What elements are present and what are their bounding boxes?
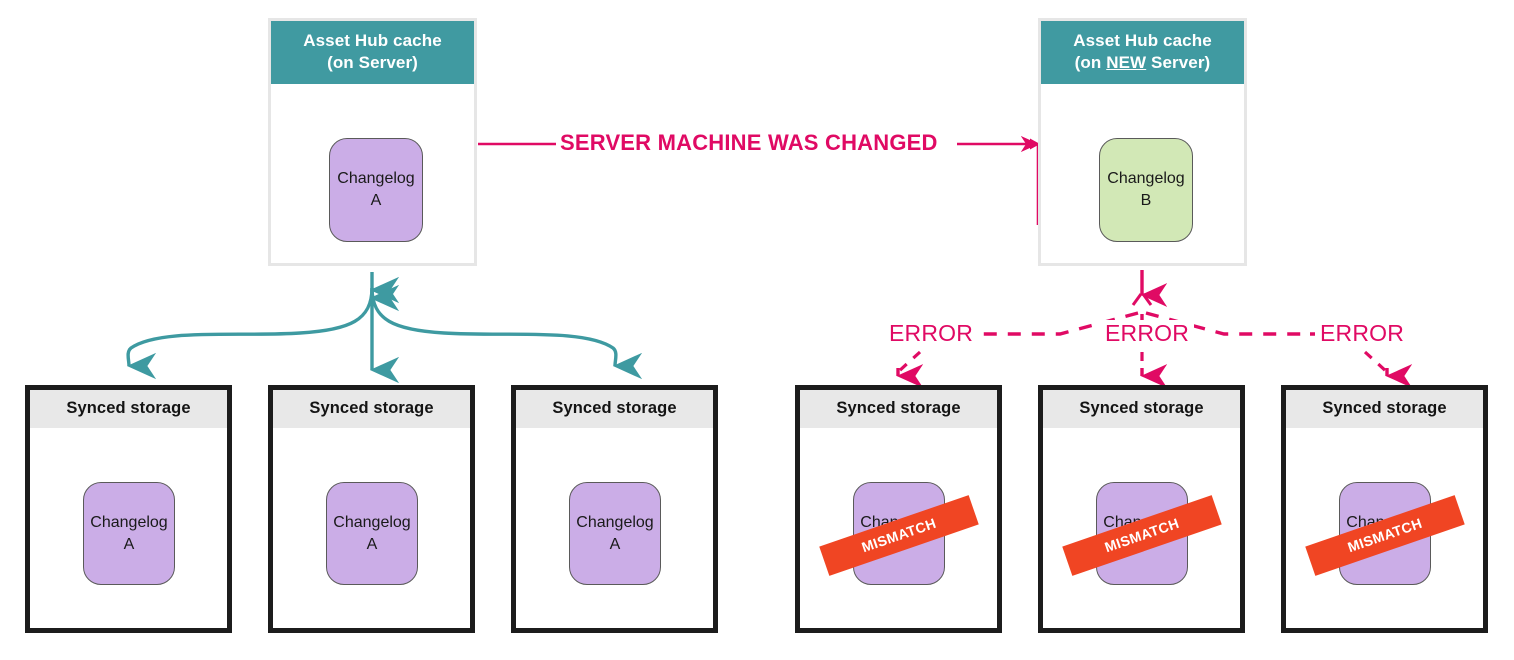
changelog-chip-cache-right: Changelog B [1099, 137, 1193, 242]
changelog-chip-cache-right-line2: B [1140, 191, 1152, 209]
changelog-chip-left-1: Changelog A [83, 482, 175, 585]
synced-storage-right-3: Synced storage Changelog A MISMATCH [1281, 385, 1488, 633]
asset-hub-cache-right-body: Changelog B [1041, 84, 1244, 260]
synced-storage-right-3-body: Changelog A MISMATCH [1286, 428, 1483, 626]
asset-hub-cache-left-body: Changelog A [271, 84, 474, 260]
synced-storage-left-3-header: Synced storage [516, 390, 713, 428]
error-label-1: ERROR [884, 320, 979, 347]
server-changed-label: SERVER MACHINE WAS CHANGED [560, 130, 938, 155]
synced-storage-right-2-body: Changelog A MISMATCH [1043, 428, 1240, 626]
synced-storage-left-1-body: Changelog A [30, 428, 227, 626]
synced-storage-right-2: Synced storage Changelog A MISMATCH [1038, 385, 1245, 633]
asset-hub-cache-left-title-line2-pre: (on [327, 52, 359, 72]
changelog-chip-cache-left-line2: A [370, 191, 382, 209]
synced-storage-right-2-header: Synced storage [1043, 390, 1240, 428]
synced-storage-left-1-header: Synced storage [30, 390, 227, 428]
changelog-chip-left-1-line2: A [123, 535, 135, 553]
changelog-chip-cache-left: Changelog A [329, 137, 423, 242]
changelog-chip-left-2-line2: A [366, 535, 378, 553]
synced-storage-left-3-body: Changelog A [516, 428, 713, 626]
synced-storage-left-1: Synced storage Changelog A [25, 385, 232, 633]
pink-error-drops [896, 350, 1413, 388]
asset-hub-cache-right-title-line2-post: Server) [1146, 52, 1211, 72]
synced-storage-right-1-header: Synced storage [800, 390, 997, 428]
changelog-chip-left-1-line1: Changelog [90, 514, 168, 532]
asset-hub-cache-right-title-line2-pre: (on [1074, 52, 1107, 72]
asset-hub-cache-right: Asset Hub cache (on NEW Server) Changelo… [1038, 18, 1247, 266]
synced-storage-right-1-body: Changelog A MISMATCH [800, 428, 997, 626]
asset-hub-cache-left-title-line1: Asset Hub cache [303, 31, 442, 50]
asset-hub-cache-right-title-line1: Asset Hub cache [1073, 31, 1212, 50]
pink-arrow-to-new-cache [1131, 270, 1168, 307]
error-label-3: ERROR [1315, 320, 1410, 347]
asset-hub-cache-left: Asset Hub cache (on Server) Changelog A [268, 18, 477, 266]
asset-hub-cache-left-title-line2-post: Server) [358, 52, 418, 72]
asset-hub-cache-left-header: Asset Hub cache (on Server) [271, 21, 474, 84]
synced-storage-right-3-header: Synced storage [1286, 390, 1483, 428]
synced-storage-left-2: Synced storage Changelog A [268, 385, 475, 633]
changelog-chip-cache-right-line1: Changelog [1107, 170, 1185, 188]
synced-storage-left-3: Synced storage Changelog A [511, 385, 718, 633]
teal-arrow-left [126, 287, 374, 380]
synced-storage-left-2-body: Changelog A [273, 428, 470, 626]
synced-storage-right-1: Synced storage Changelog A MISMATCH [795, 385, 1002, 633]
changelog-chip-left-2-line1: Changelog [333, 514, 411, 532]
changelog-chip-left-3-line1: Changelog [576, 514, 654, 532]
changelog-chip-left-3-line2: A [609, 535, 621, 553]
changelog-chip-cache-left-line1: Changelog [337, 170, 415, 188]
changelog-chip-left-3: Changelog A [569, 482, 661, 585]
asset-hub-cache-right-title-emphasis: NEW [1106, 52, 1147, 72]
synced-storage-left-2-header: Synced storage [273, 390, 470, 428]
asset-hub-cache-right-header: Asset Hub cache (on NEW Server) [1041, 21, 1244, 84]
teal-arrow-right [370, 287, 643, 380]
error-label-2: ERROR [1100, 320, 1195, 347]
changelog-chip-left-2: Changelog A [326, 482, 418, 585]
